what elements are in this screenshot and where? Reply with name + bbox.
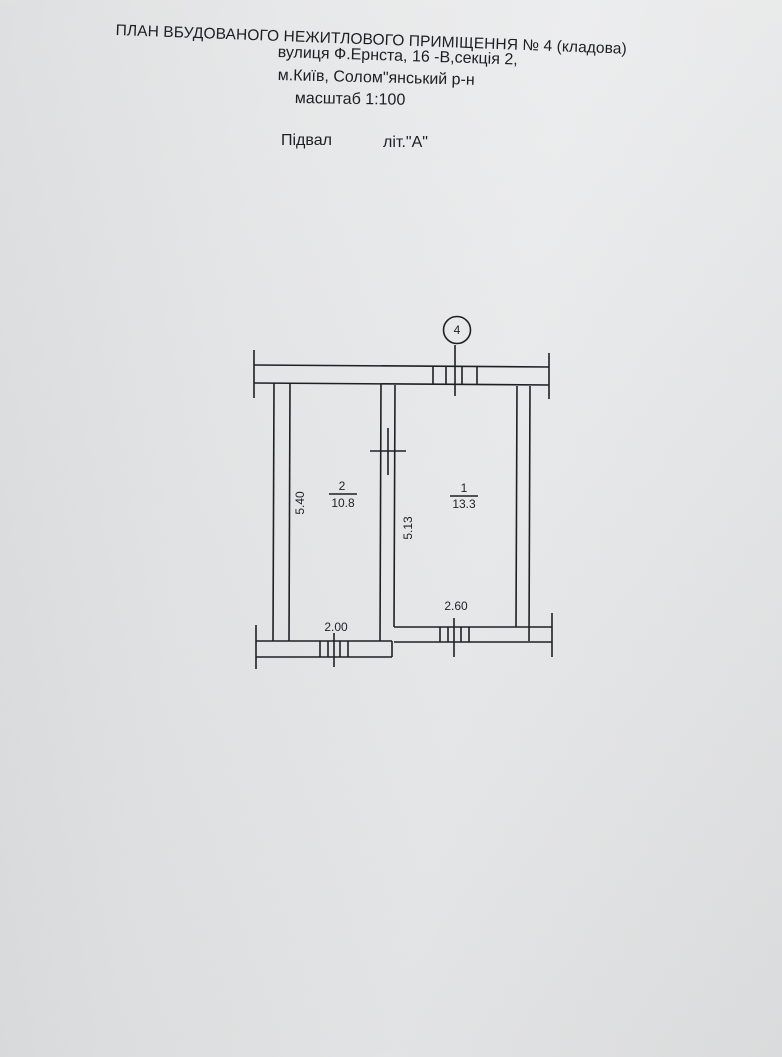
room-1-number: 1 — [461, 481, 468, 495]
room-2-area: 10.8 — [331, 496, 355, 510]
letter-label: літ."А" — [383, 134, 428, 151]
right-wall-inner — [515, 385, 518, 628]
room-2-number: 2 — [339, 479, 346, 493]
left-wall-inner — [288, 383, 291, 642]
dimension-bottom-right-width: 2.60 — [444, 599, 468, 613]
right-wall-outer — [528, 385, 531, 642]
floor-label: Підвал — [281, 132, 332, 149]
top-wall-inner — [253, 382, 550, 386]
top-wall-outer — [253, 364, 550, 368]
partition-wall-right — [393, 384, 396, 628]
section-marker-label: 4 — [454, 323, 461, 337]
dimension-middle-height: 5.13 — [401, 516, 415, 540]
room-1-area: 13.3 — [452, 497, 476, 511]
partition-wall-left — [379, 383, 382, 642]
left-wall-outer — [272, 382, 275, 642]
dimension-bottom-left-width: 2.00 — [324, 620, 348, 634]
section-marker-circle — [442, 315, 472, 345]
dimension-left-height: 5.40 — [293, 491, 307, 515]
